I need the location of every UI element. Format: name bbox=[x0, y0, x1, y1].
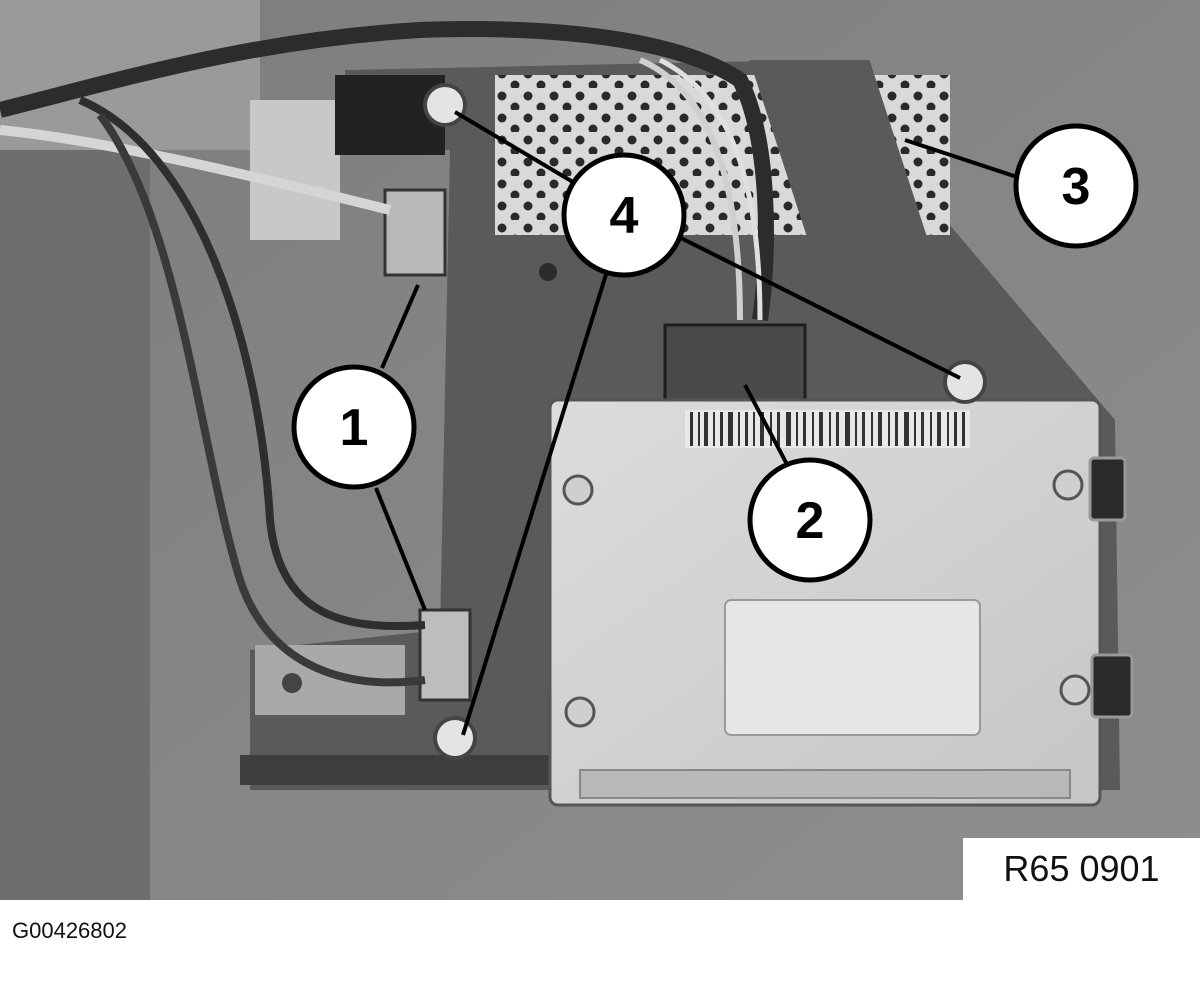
barcode-label bbox=[685, 410, 970, 448]
callout-2-label: 2 bbox=[796, 492, 825, 550]
figure-id: G00426802 bbox=[12, 918, 127, 943]
wire-loom-upper-2 bbox=[658, 57, 763, 321]
side-nuts bbox=[1088, 456, 1134, 719]
callout-3-label: 3 bbox=[1062, 158, 1091, 216]
reference-code: R65 0901 bbox=[1003, 848, 1160, 889]
module-screws bbox=[562, 469, 1091, 728]
bracket-strap bbox=[749, 60, 935, 260]
bracket-hole bbox=[282, 673, 302, 693]
bracket-hole bbox=[539, 263, 557, 281]
callout-1: 1 bbox=[291, 364, 417, 490]
bracket-lower-lip bbox=[240, 755, 580, 785]
leader-lines bbox=[374, 110, 1021, 736]
connector-plug-upper bbox=[383, 188, 447, 277]
wire-lower-1 bbox=[78, 96, 426, 631]
wire-bundle bbox=[0, 21, 774, 322]
connector-plug-lower bbox=[418, 608, 472, 702]
callout-1-label: 1 bbox=[340, 399, 369, 457]
callout-4: 4 bbox=[561, 152, 687, 278]
module-label-window bbox=[724, 599, 981, 736]
reference-code-box: R65 0901 bbox=[963, 838, 1200, 900]
component-photo: 1 2 3 4 bbox=[0, 0, 1200, 900]
module-bottom-rail bbox=[579, 769, 1071, 799]
wire-gray bbox=[0, 125, 392, 215]
callout-4-label: 4 bbox=[610, 187, 639, 245]
callout-2: 2 bbox=[747, 457, 873, 583]
left-panel-edge bbox=[0, 150, 150, 900]
upper-left-mount bbox=[250, 100, 340, 240]
wire-lower-2 bbox=[96, 112, 426, 687]
callout-3: 3 bbox=[1013, 123, 1139, 249]
